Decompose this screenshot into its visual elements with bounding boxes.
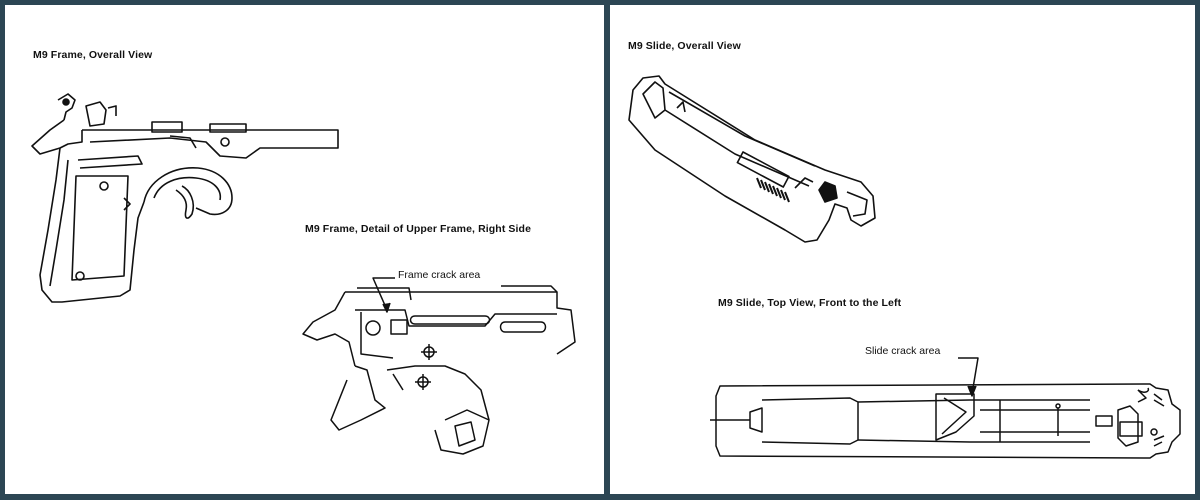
left-panel: M9 Frame, Overall View [5,5,604,494]
slide-top-drawing [710,350,1190,465]
frame-detail-drawing [295,270,585,460]
frame-overall-caption: M9 Frame, Overall View [33,49,153,61]
slide-overall-caption: M9 Slide, Overall View [628,40,741,52]
slide-crack-label: Slide crack area [865,345,941,357]
slide-top-caption: M9 Slide, Top View, Front to the Left [718,297,902,309]
slide-overall-drawing [625,70,885,250]
right-panel: M9 Slide, Overall View M9 Slide, Top Vie… [610,5,1195,494]
frame-detail-caption: M9 Frame, Detail of Upper Frame, Right S… [305,223,532,235]
frame-overall-drawing [20,90,340,315]
frame-crack-label: Frame crack area [398,269,481,281]
